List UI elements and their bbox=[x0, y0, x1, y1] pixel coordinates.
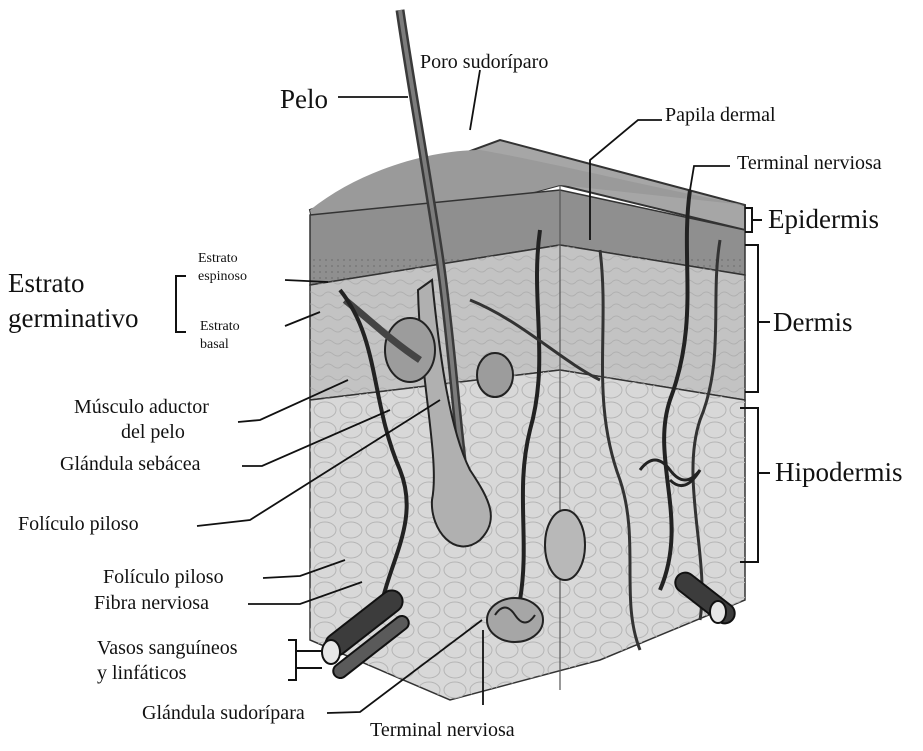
estrato-germinativo-bracket bbox=[176, 276, 186, 332]
label-hipodermis: Hipodermis bbox=[775, 459, 903, 486]
label-estrato-basal-line1: Estrato bbox=[200, 320, 240, 334]
sweat-gland bbox=[487, 598, 543, 642]
label-foliculo-piloso-1: Folículo piloso bbox=[18, 514, 139, 534]
dermis-bracket bbox=[745, 245, 770, 392]
label-poro-sudoriparo: Poro sudoríparo bbox=[420, 52, 548, 72]
label-estrato-espinoso-line2: espinoso bbox=[198, 270, 247, 284]
label-vasos-line1: Vasos sanguíneos bbox=[97, 638, 238, 658]
label-musculo-line2: del pelo bbox=[121, 422, 185, 442]
label-terminal-nerviosa-top: Terminal nerviosa bbox=[737, 153, 882, 173]
label-vasos-line2: y linfáticos bbox=[97, 663, 186, 683]
label-papila-dermal: Papila dermal bbox=[665, 105, 776, 125]
label-dermis: Dermis bbox=[773, 309, 852, 336]
label-epidermis: Epidermis bbox=[768, 206, 879, 233]
label-glandula-sebacea: Glándula sebácea bbox=[60, 454, 200, 474]
label-estrato-basal-line2: basal bbox=[200, 338, 229, 352]
label-musculo-line1: Músculo aductor bbox=[74, 397, 209, 417]
leader-terminal-top bbox=[690, 166, 730, 190]
leader-poro bbox=[470, 70, 480, 130]
label-pelo: Pelo bbox=[280, 86, 328, 113]
label-glandula-sudoripara: Glándula sudorípara bbox=[142, 703, 305, 723]
label-terminal-nerviosa-bottom: Terminal nerviosa bbox=[370, 720, 515, 740]
label-foliculo-piloso-2: Folículo piloso bbox=[103, 567, 224, 587]
label-fibra-nerviosa: Fibra nerviosa bbox=[94, 593, 209, 613]
label-estrato-germinativo-line2: germinativo bbox=[8, 305, 138, 332]
vasos-bracket bbox=[288, 640, 322, 680]
label-estrato-espinoso-line1: Estrato bbox=[198, 252, 238, 266]
label-estrato-germinativo-line1: Estrato bbox=[8, 270, 84, 297]
epidermis-bracket bbox=[745, 208, 762, 232]
